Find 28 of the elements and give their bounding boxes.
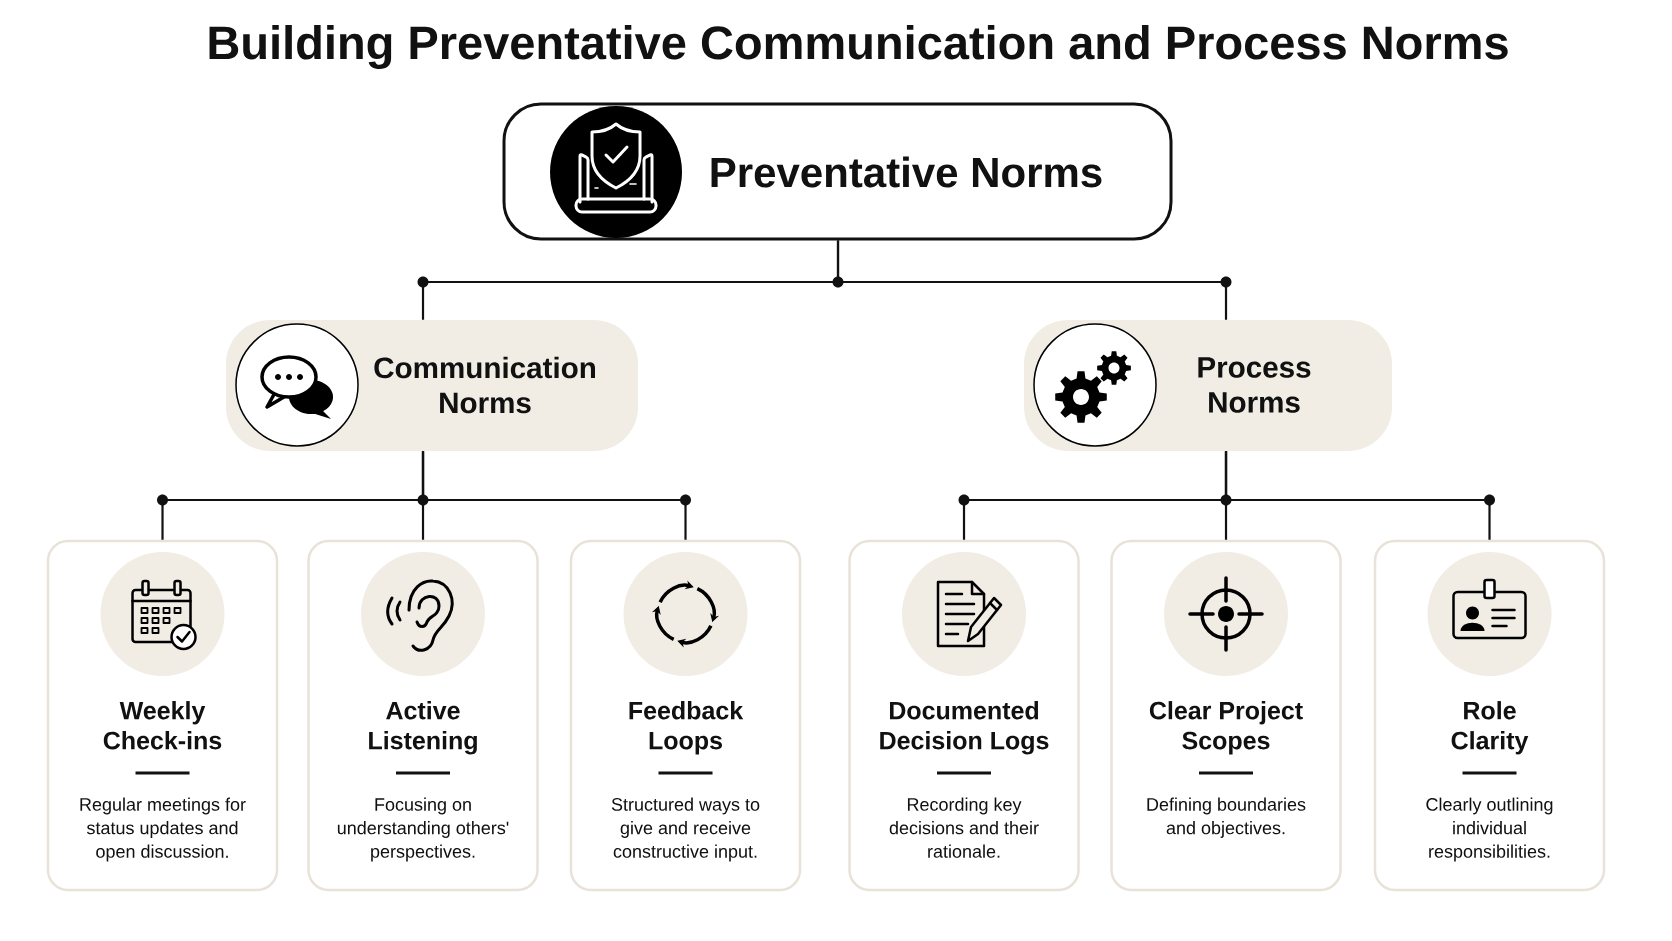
card-heading: Feedback Loops <box>629 701 744 755</box>
connector-line <box>836 240 1228 320</box>
card-text: Regular meetings for status updates and open discussion. <box>80 797 246 862</box>
connector-line <box>1224 451 1491 540</box>
connector-line <box>421 451 687 540</box>
card <box>307 539 539 892</box>
category-label: Process Norms <box>1198 357 1311 413</box>
card-text: Defining boundaries and objectives. <box>1147 797 1306 838</box>
card-heading: Clear Project Scopes <box>1149 701 1303 755</box>
card-heading: Weekly Check-ins <box>103 701 222 750</box>
card-text: Recording key decisions and their rationale. <box>889 797 1039 858</box>
rounded-box <box>502 102 1173 241</box>
box-label: Preventative Norms <box>711 156 1102 188</box>
card-heading: Active Listening <box>369 701 477 755</box>
card <box>1110 539 1342 892</box>
card <box>46 539 279 892</box>
card <box>848 539 1080 892</box>
card-text: Clearly outlining individual responsibilities. <box>1426 797 1553 862</box>
card-heading: Documented Decision Logs <box>880 701 1049 755</box>
card <box>569 539 802 892</box>
card-text: Focusing on understanding others' perspectives. <box>337 797 509 862</box>
category-label: Communication Norms <box>374 356 595 414</box>
card-heading: Role Clarity <box>1451 701 1529 755</box>
category-box <box>226 320 638 451</box>
card-text: Structured ways to give and receive constructive input. <box>611 797 760 862</box>
card <box>1373 539 1606 892</box>
title: Building Preventative Communication and Process Norms <box>209 25 1508 69</box>
category-box <box>1024 320 1392 451</box>
